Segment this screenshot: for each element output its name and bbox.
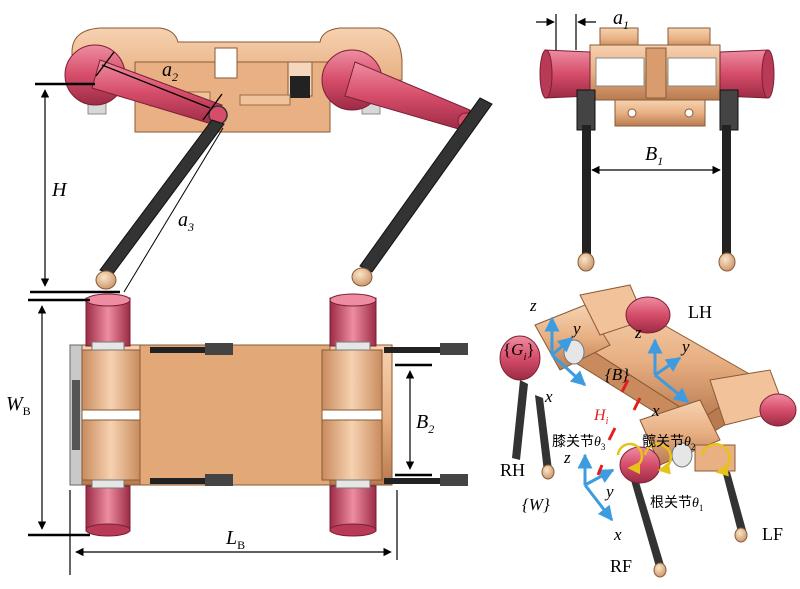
red-marker-hip <box>632 397 642 411</box>
iso-leg-RF <box>628 470 664 567</box>
label-Hi: Hi <box>593 407 609 427</box>
B-x-label: x <box>651 401 660 420</box>
a2-ext-left <box>95 51 115 77</box>
label-RF: RF <box>610 556 632 576</box>
red-marker-foot <box>596 464 604 476</box>
label-B2: B2 <box>416 411 434 436</box>
side-rear-hip <box>64 44 228 126</box>
label-LF: LF <box>762 524 783 544</box>
label-root-joint: 根关节θ1 <box>650 495 703 513</box>
B-z-label: z <box>634 323 642 342</box>
top-view: WB B2 LB <box>6 293 468 575</box>
iso-leg-RH <box>535 395 552 472</box>
red-marker-knee <box>607 427 617 441</box>
label-a3: a3 <box>178 209 194 234</box>
top-leg-rear-upper <box>150 347 225 353</box>
front-view: a1 B1 <box>536 7 775 272</box>
front-left-leg <box>582 125 591 260</box>
iso-view: z y x {Gi} z y x {B} z y x {W} Hi <box>499 284 797 578</box>
label-frame-W: {W} <box>522 495 550 514</box>
label-H: H <box>51 179 68 201</box>
frame-Gi-axes <box>544 316 587 387</box>
top-leg-rear-lower <box>150 478 225 484</box>
root-rotation-marker <box>700 442 731 477</box>
label-RH: RH <box>500 460 525 480</box>
side-front-shank <box>359 97 493 273</box>
W-z-label: z <box>563 448 571 467</box>
side-front-foot <box>351 267 373 287</box>
B-y-label: y <box>680 337 690 356</box>
label-hip-joint: 髋关节θ2 <box>642 433 695 452</box>
hip-rotation-marker <box>643 442 673 475</box>
frame-B-axes <box>647 338 690 404</box>
label-LH: LH <box>688 302 712 322</box>
top-rear-modules <box>81 293 141 537</box>
iso-motor-RF <box>619 446 661 484</box>
red-marker-body <box>620 379 630 393</box>
iso-motor-LH <box>625 296 671 334</box>
iso-leg-LF <box>722 470 746 532</box>
top-front-modules <box>321 293 383 537</box>
label-knee-joint: 膝关节θ3 <box>552 434 606 452</box>
a3-dimension-line <box>123 127 224 293</box>
Gi-z-label: z <box>529 296 537 315</box>
label-a1: a1 <box>613 7 629 32</box>
side-rear-shank <box>99 119 225 276</box>
label-B1: B1 <box>645 143 663 168</box>
label-a2: a2 <box>162 59 178 84</box>
W-x-label: x <box>613 525 622 544</box>
Gi-y-label: y <box>571 319 581 338</box>
label-WB: WB <box>6 393 31 418</box>
side-rear-foot <box>95 270 117 290</box>
label-frame-Gi: {Gi} <box>503 340 535 363</box>
iso-motor-LF <box>759 393 797 427</box>
knee-rotation-marker <box>616 442 644 475</box>
Gi-x-label: x <box>544 387 553 406</box>
label-LB: LB <box>225 527 245 552</box>
top-leg-front-lower <box>384 478 459 484</box>
W-y-label: y <box>604 482 614 501</box>
iso-leg-LH <box>512 380 528 460</box>
top-leg-front-upper <box>384 347 459 353</box>
frame-W-axes <box>577 453 615 522</box>
a2-dimension-line <box>101 64 211 109</box>
front-right-leg <box>722 125 731 260</box>
label-frame-B: {B} <box>605 365 629 384</box>
iso-motor-RH <box>499 335 541 381</box>
side-view: a2 a3 H <box>30 27 493 294</box>
a2-ext-right <box>202 93 223 121</box>
